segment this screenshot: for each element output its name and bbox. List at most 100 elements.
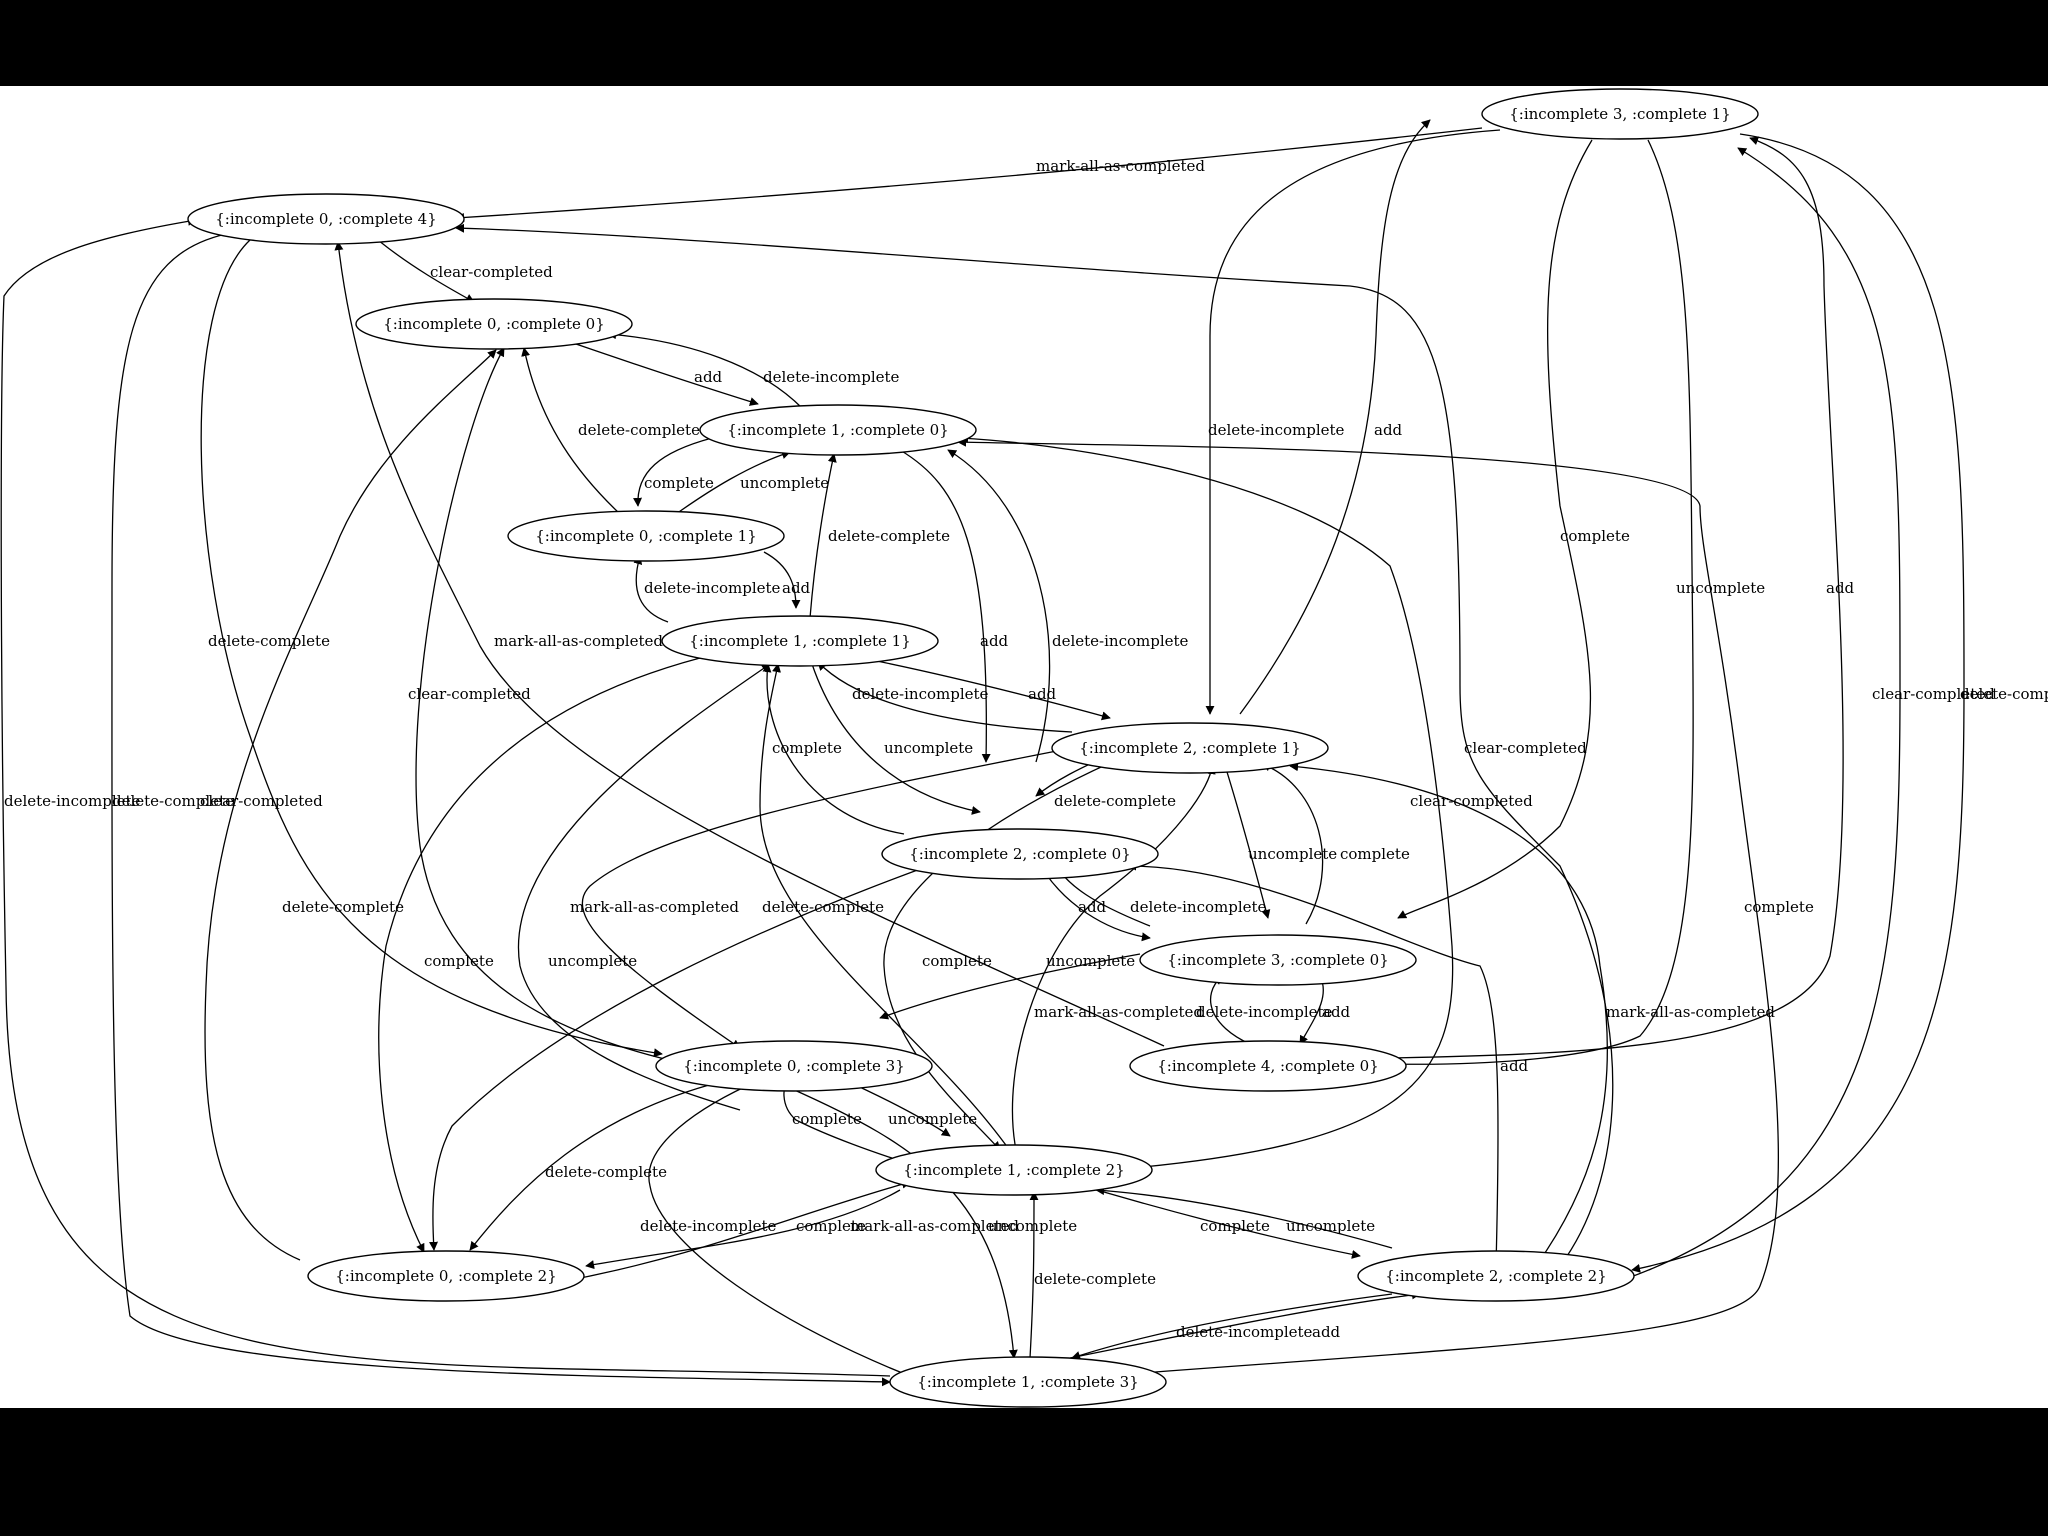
node-label: {:incomplete 0, :complete 3} [683,1057,904,1075]
node-label: {:incomplete 0, :complete 2} [335,1267,556,1285]
state-node: {:incomplete 0, :complete 3} [655,1040,933,1092]
edge-path [809,453,837,619]
node-ellipse [889,1356,1167,1408]
edge-label: clear-completed [200,792,323,810]
node-ellipse [187,193,465,245]
state-node: {:incomplete 4, :complete 0} [1129,1040,1407,1092]
edge-path [675,450,791,515]
node-ellipse [355,298,633,350]
edge-label: complete [772,739,842,757]
state-node: {:incomplete 2, :complete 1} [1051,722,1329,774]
edge-path [575,343,759,406]
edge-label: add [1826,579,1855,597]
edge-path [378,657,701,1253]
node-ellipse [661,615,939,667]
nodes: {:incomplete 3, :complete 1} {:incomplet… [187,88,1759,1408]
node-label: {:incomplete 3, :complete 0} [1167,951,1388,969]
edge-label: mark-all-as-completed [850,1217,1019,1235]
state-node: {:incomplete 2, :complete 2} [1357,1250,1635,1302]
edge-label: delete-complete [828,527,950,545]
edge-path [1261,762,1324,925]
state-node: {:incomplete 0, :complete 2} [307,1250,585,1302]
state-node: {:incomplete 1, :complete 3} [889,1356,1167,1408]
edge-label: delete-incomplete [1052,632,1189,650]
edge-label: add [1078,898,1107,916]
edge-path [111,233,891,1387]
edge-label: complete [1340,845,1410,863]
edge-path [759,663,1009,1149]
edge-path [633,437,713,507]
edge-label: delete-complete [1034,1270,1156,1288]
edge-path [581,745,1083,1049]
edge-label: delete-incomplete [763,368,900,386]
node-ellipse [881,828,1159,880]
edge-label: add [694,368,723,386]
edge-path [377,239,475,303]
state-node: {:incomplete 3, :complete 0} [1139,934,1417,986]
edge-label: mark-all-as-completed [1036,157,1205,175]
state-node: {:incomplete 1, :complete 1} [661,615,939,667]
edge-path [959,433,1454,1171]
edge-path [879,953,1141,1020]
edge-label: complete [922,952,992,970]
edge-label: delete-incomplete [640,1217,777,1235]
edge-label: mark-all-as-completed [1606,1003,1775,1021]
edge-path [559,1179,911,1283]
edge-path [1389,136,1844,1059]
edge-path [585,1189,901,1270]
edge-path [1289,762,1609,1267]
edge-path [1127,861,1499,1267]
edge-path [455,223,1614,1267]
node-ellipse [307,1250,585,1302]
edge-label: delete-complete [578,421,700,439]
edge-path [1397,139,1593,919]
edge-path [334,241,1165,1047]
edge-label: delete-complete [1960,685,2048,703]
edge-path [871,659,1111,721]
edge-label: add [1028,685,1057,703]
node-label: {:incomplete 0, :complete 0} [383,315,604,333]
edge-path [1221,755,1271,919]
state-node: {:incomplete 1, :complete 2} [875,1144,1153,1196]
edge-path [1071,1293,1393,1360]
edge-path [469,1081,721,1251]
edge-label: uncomplete [1676,579,1765,597]
edge-path [899,449,991,763]
node-label: {:incomplete 1, :complete 0} [727,421,948,439]
edge-label: complete [644,474,714,492]
edge-label: delete-incomplete [644,579,781,597]
state-node: {:incomplete 1, :complete 0} [699,404,977,456]
edge-path [1389,139,1694,1069]
edge-label: uncomplete [548,952,637,970]
edge-label: delete-complete [1054,792,1176,810]
node-ellipse [1051,722,1329,774]
edge-label: delete-incomplete [1208,421,1345,439]
edge-label: delete-incomplete [852,685,989,703]
edge-path [1627,147,1901,1279]
edge-path [517,663,771,1111]
edge-path [1239,119,1431,715]
edge-path [1011,765,1216,1151]
state-node: {:incomplete 2, :complete 0} [881,828,1159,880]
edge-label: complete [1744,898,1814,916]
edge-label: delete-complete [282,898,404,916]
node-label: {:incomplete 0, :complete 1} [535,527,756,545]
edge-label: uncomplete [888,1110,977,1128]
edge-label: delete-incomplete [1196,1003,1333,1021]
edge-path [204,349,497,1261]
edge-path [455,127,1483,222]
edges: mark-all-as-completed clear-completed ad… [0,119,2048,1387]
edge-path [607,330,803,409]
edge-path [429,855,957,1251]
edge-label: uncomplete [1248,845,1337,863]
edge-label: add [980,632,1009,650]
node-label: {:incomplete 4, :complete 0} [1157,1057,1378,1075]
edge-label: delete-incomplete [1130,898,1267,916]
state-node: {:incomplete 0, :complete 1} [507,510,785,562]
edge-label: add [1374,421,1403,439]
edge-label: uncomplete [988,1217,1077,1235]
edge-label: clear-completed [408,685,531,703]
edge-path [633,555,669,623]
edge-label: mark-all-as-completed [1034,1003,1203,1021]
edge-label: uncomplete [740,474,829,492]
